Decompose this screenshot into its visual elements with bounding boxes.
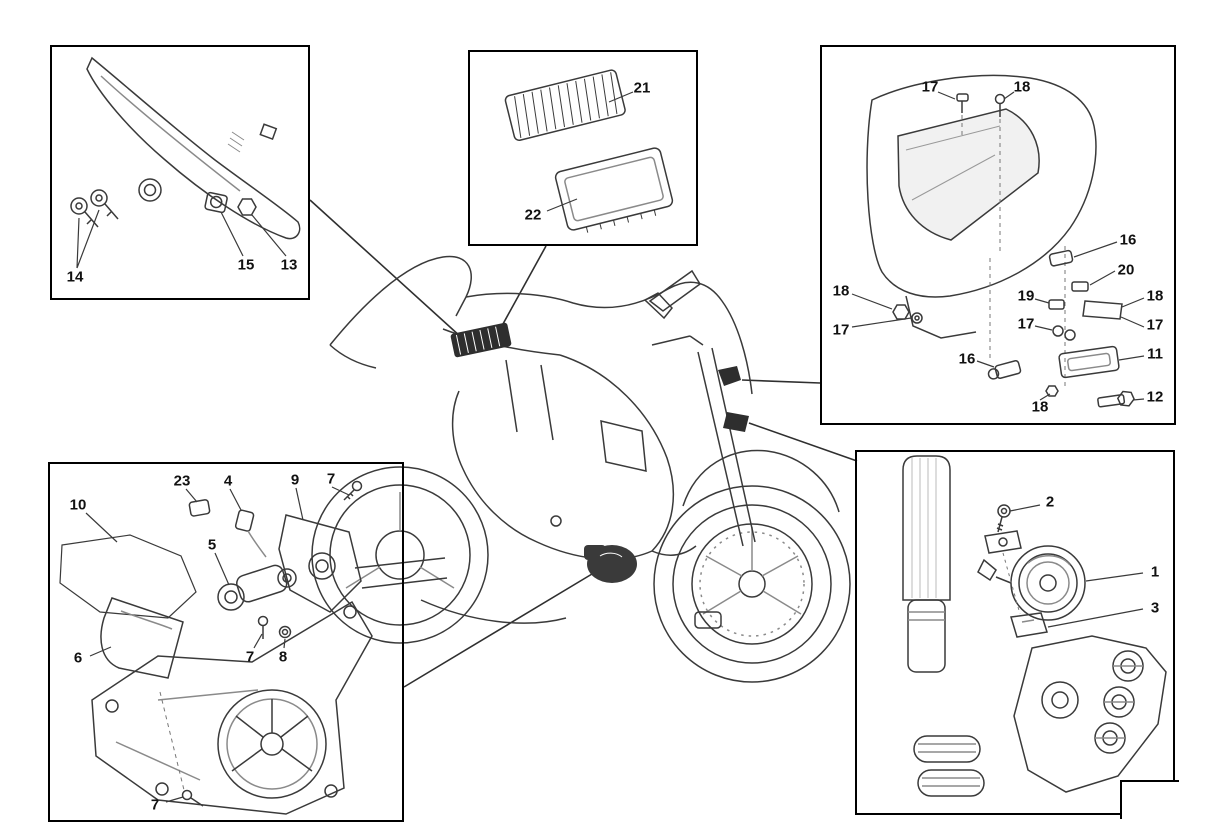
callout-label-18: 18 bbox=[1031, 398, 1049, 416]
callout-label-4: 4 bbox=[223, 472, 233, 490]
onbike-ecu bbox=[450, 322, 512, 358]
callout-label-22: 22 bbox=[524, 206, 542, 224]
callout-label-17: 17 bbox=[1146, 316, 1164, 334]
onbike-pump bbox=[584, 545, 637, 583]
callout-label-9: 9 bbox=[290, 471, 300, 489]
motorcycle-sketch bbox=[311, 255, 851, 683]
callout-label-15: 15 bbox=[237, 256, 255, 274]
callout-label-8: 8 bbox=[278, 648, 288, 666]
callout-label-2: 2 bbox=[1045, 493, 1055, 511]
ecu-detail-box bbox=[468, 50, 698, 246]
tail-lock-art bbox=[70, 56, 301, 269]
pump-bracket-detail-box bbox=[48, 462, 404, 822]
callout-label-12: 12 bbox=[1146, 388, 1164, 406]
callout-label-7: 7 bbox=[150, 796, 160, 814]
callout-label-6: 6 bbox=[73, 649, 83, 667]
callout-label-1: 1 bbox=[1150, 563, 1160, 581]
callout-label-5: 5 bbox=[207, 536, 217, 554]
callout-label-16: 16 bbox=[958, 350, 976, 368]
callout-label-23: 23 bbox=[173, 472, 191, 490]
callout-label-10: 10 bbox=[69, 496, 87, 514]
pump-bracket-art bbox=[59, 480, 373, 815]
callout-label-13: 13 bbox=[280, 256, 298, 274]
tail-lock-detail-box bbox=[50, 45, 310, 300]
callout-label-19: 19 bbox=[1017, 287, 1035, 305]
front-horn-detail-box bbox=[855, 450, 1175, 815]
callout-label-20: 20 bbox=[1117, 261, 1135, 279]
callout-label-11: 11 bbox=[1147, 345, 1163, 363]
front-horn-art bbox=[902, 455, 1167, 797]
callout-label-17: 17 bbox=[1017, 315, 1035, 333]
callout-label-18: 18 bbox=[1013, 78, 1031, 96]
callout-label-18: 18 bbox=[1146, 287, 1164, 305]
headlight-detail-box bbox=[820, 45, 1176, 425]
headlight-art bbox=[851, 74, 1145, 408]
callout-label-18: 18 bbox=[832, 282, 850, 300]
callout-label-14: 14 bbox=[66, 268, 84, 286]
callout-label-17: 17 bbox=[921, 78, 939, 96]
callout-label-21: 21 bbox=[633, 79, 651, 97]
callout-label-16: 16 bbox=[1119, 231, 1137, 249]
onbike-connector-lower bbox=[723, 412, 749, 432]
callout-label-3: 3 bbox=[1150, 599, 1160, 617]
callout-label-7: 7 bbox=[245, 648, 255, 666]
onbike-connector-upper bbox=[718, 366, 741, 386]
box-corner-notch bbox=[1120, 780, 1179, 819]
callout-label-17: 17 bbox=[832, 321, 850, 339]
ecu-art bbox=[504, 69, 674, 233]
box-connection-lines bbox=[309, 199, 858, 688]
callout-label-7: 7 bbox=[326, 470, 336, 488]
